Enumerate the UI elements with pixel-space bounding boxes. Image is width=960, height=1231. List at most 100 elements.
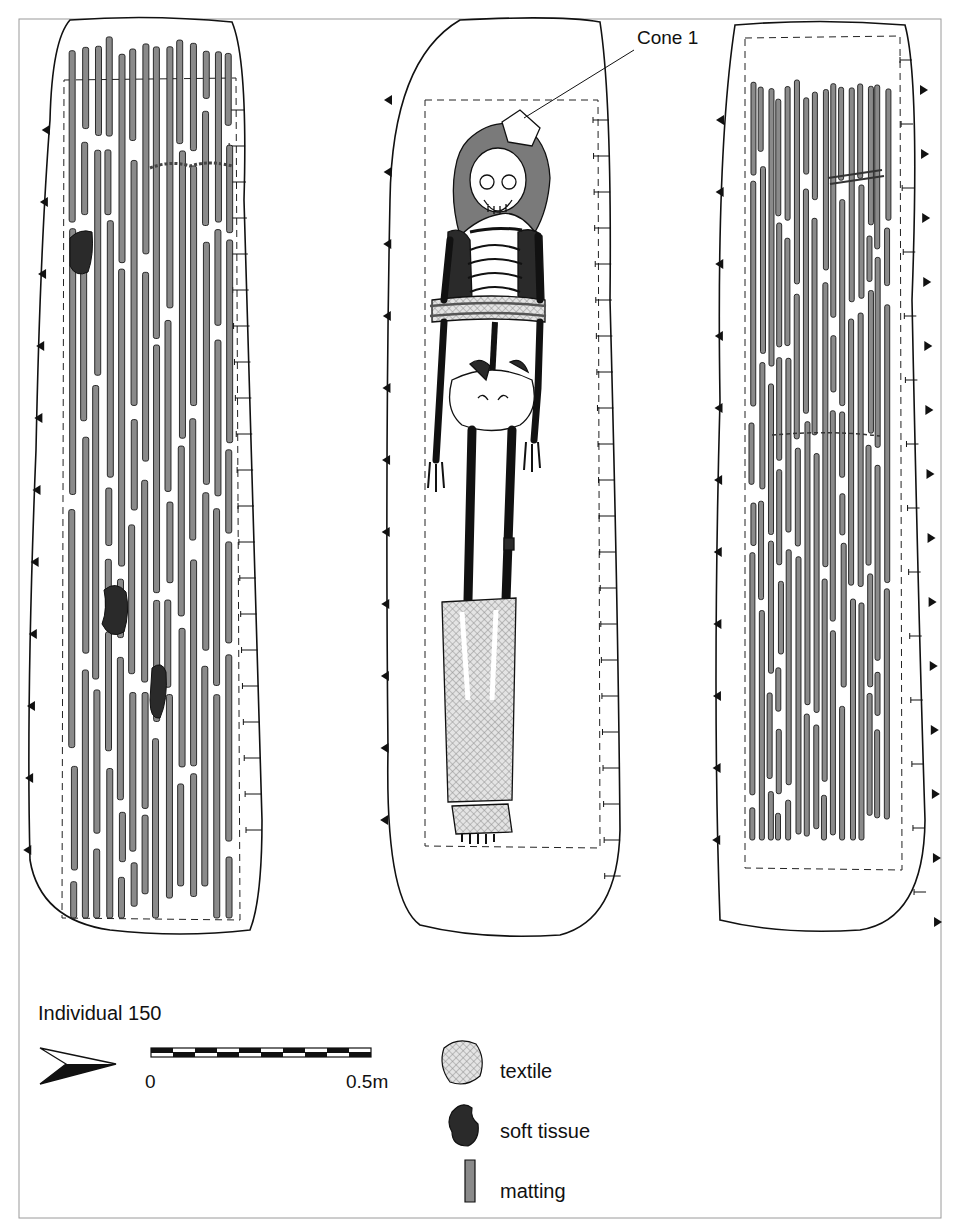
hachure-triangle (929, 597, 937, 607)
hachure-triangle (928, 533, 936, 543)
pelvis (450, 370, 535, 431)
matting-strip (830, 411, 835, 621)
matting-strip (179, 151, 185, 438)
clavicle (470, 228, 522, 232)
hachure-tick (595, 261, 611, 267)
matting-strip (777, 358, 782, 461)
grave-outline (387, 18, 620, 936)
figure-title: Individual 150 (38, 1002, 161, 1024)
hachure-triangle (36, 341, 44, 351)
matting-strip (840, 494, 845, 535)
matting-strip (812, 218, 817, 435)
scale-bar (151, 1048, 371, 1057)
matting-strip (203, 493, 209, 650)
matting-strip (69, 51, 75, 222)
eye-socket (502, 175, 516, 189)
matting-strip (786, 358, 791, 532)
scale-segment (173, 1052, 195, 1057)
hachure-triangle (380, 743, 388, 753)
matting-strip (203, 111, 209, 225)
hachure-tick (233, 287, 249, 293)
hachure-triangle (384, 167, 392, 177)
scale-segment (283, 1048, 305, 1053)
bone-fragment (828, 170, 884, 184)
textile (432, 296, 545, 322)
hachure-tick (604, 837, 620, 843)
matting-strip (191, 560, 197, 766)
leader-line (524, 50, 634, 118)
hachure-triangle (931, 725, 939, 735)
hachure-tick (242, 683, 258, 689)
hachure-tick (232, 251, 248, 257)
matting-strip (142, 815, 148, 894)
hachure-tick (599, 477, 615, 483)
matting-strip (190, 419, 196, 540)
matting-strip (776, 729, 781, 793)
hachure-triangle (33, 485, 41, 495)
hachure-triangle (934, 917, 942, 927)
hachure-triangle (715, 259, 723, 269)
skeleton (428, 110, 550, 844)
matting-strip (153, 47, 159, 339)
matting-strip (831, 336, 836, 392)
matting-strip (227, 145, 233, 232)
matting-strip (885, 228, 890, 285)
matting-strip (83, 437, 89, 653)
hachure-tick (904, 313, 916, 319)
matting-strip (868, 574, 873, 687)
matting-strip (858, 313, 863, 586)
legend-swatches (442, 1041, 482, 1202)
matting-strip (768, 541, 773, 673)
hachure-tick (908, 505, 920, 511)
hachure-tick (234, 359, 250, 365)
matting-strip (142, 480, 148, 682)
arm-bones (436, 240, 450, 460)
hair (453, 123, 550, 236)
matting-strip (165, 320, 171, 491)
hachure-triangle (380, 815, 388, 825)
skull (470, 148, 526, 212)
hachure-triangle (925, 405, 933, 415)
cone (502, 110, 540, 146)
hachure-tick (605, 873, 621, 879)
hachure-tick (240, 575, 256, 581)
matting-strip (778, 581, 783, 654)
matting-strip (760, 167, 765, 354)
hachure-triangle (38, 269, 46, 279)
matting-strip (751, 82, 756, 175)
matting-strip (179, 628, 185, 767)
hachure-triangle (715, 331, 723, 341)
hachure-triangle (381, 599, 389, 609)
matting-strip (214, 509, 220, 686)
hachure-triangle (712, 835, 720, 845)
hachure-tick (600, 549, 616, 555)
matting-strip (751, 503, 756, 545)
matting-strip (107, 221, 113, 477)
matting-strip (776, 99, 781, 216)
legend-text: textile (500, 1060, 552, 1082)
hachure-triangle (29, 629, 37, 639)
matting-strip (805, 422, 810, 705)
matting-strip (106, 632, 112, 751)
matting-strip (839, 87, 844, 180)
matting-strip (840, 200, 845, 406)
matting-strip (190, 43, 196, 150)
matting-strip (859, 185, 864, 298)
scale-number: 0.5m (346, 1072, 388, 1093)
hachure-tick (596, 333, 612, 339)
matting-strip (106, 37, 112, 136)
matting-strip (191, 774, 197, 897)
matting-strip (886, 89, 891, 220)
matting-strip (814, 725, 819, 829)
hachure-tick (599, 513, 615, 519)
hachure-triangle (716, 187, 724, 197)
matting-strip (831, 84, 836, 318)
hachure-triangle (27, 701, 35, 711)
matting-strip (858, 84, 863, 178)
hachure-triangle (714, 475, 722, 485)
hachure-tick (906, 441, 918, 447)
matting-strip (105, 150, 111, 215)
scale-outline (151, 1048, 371, 1057)
cord (150, 163, 232, 168)
